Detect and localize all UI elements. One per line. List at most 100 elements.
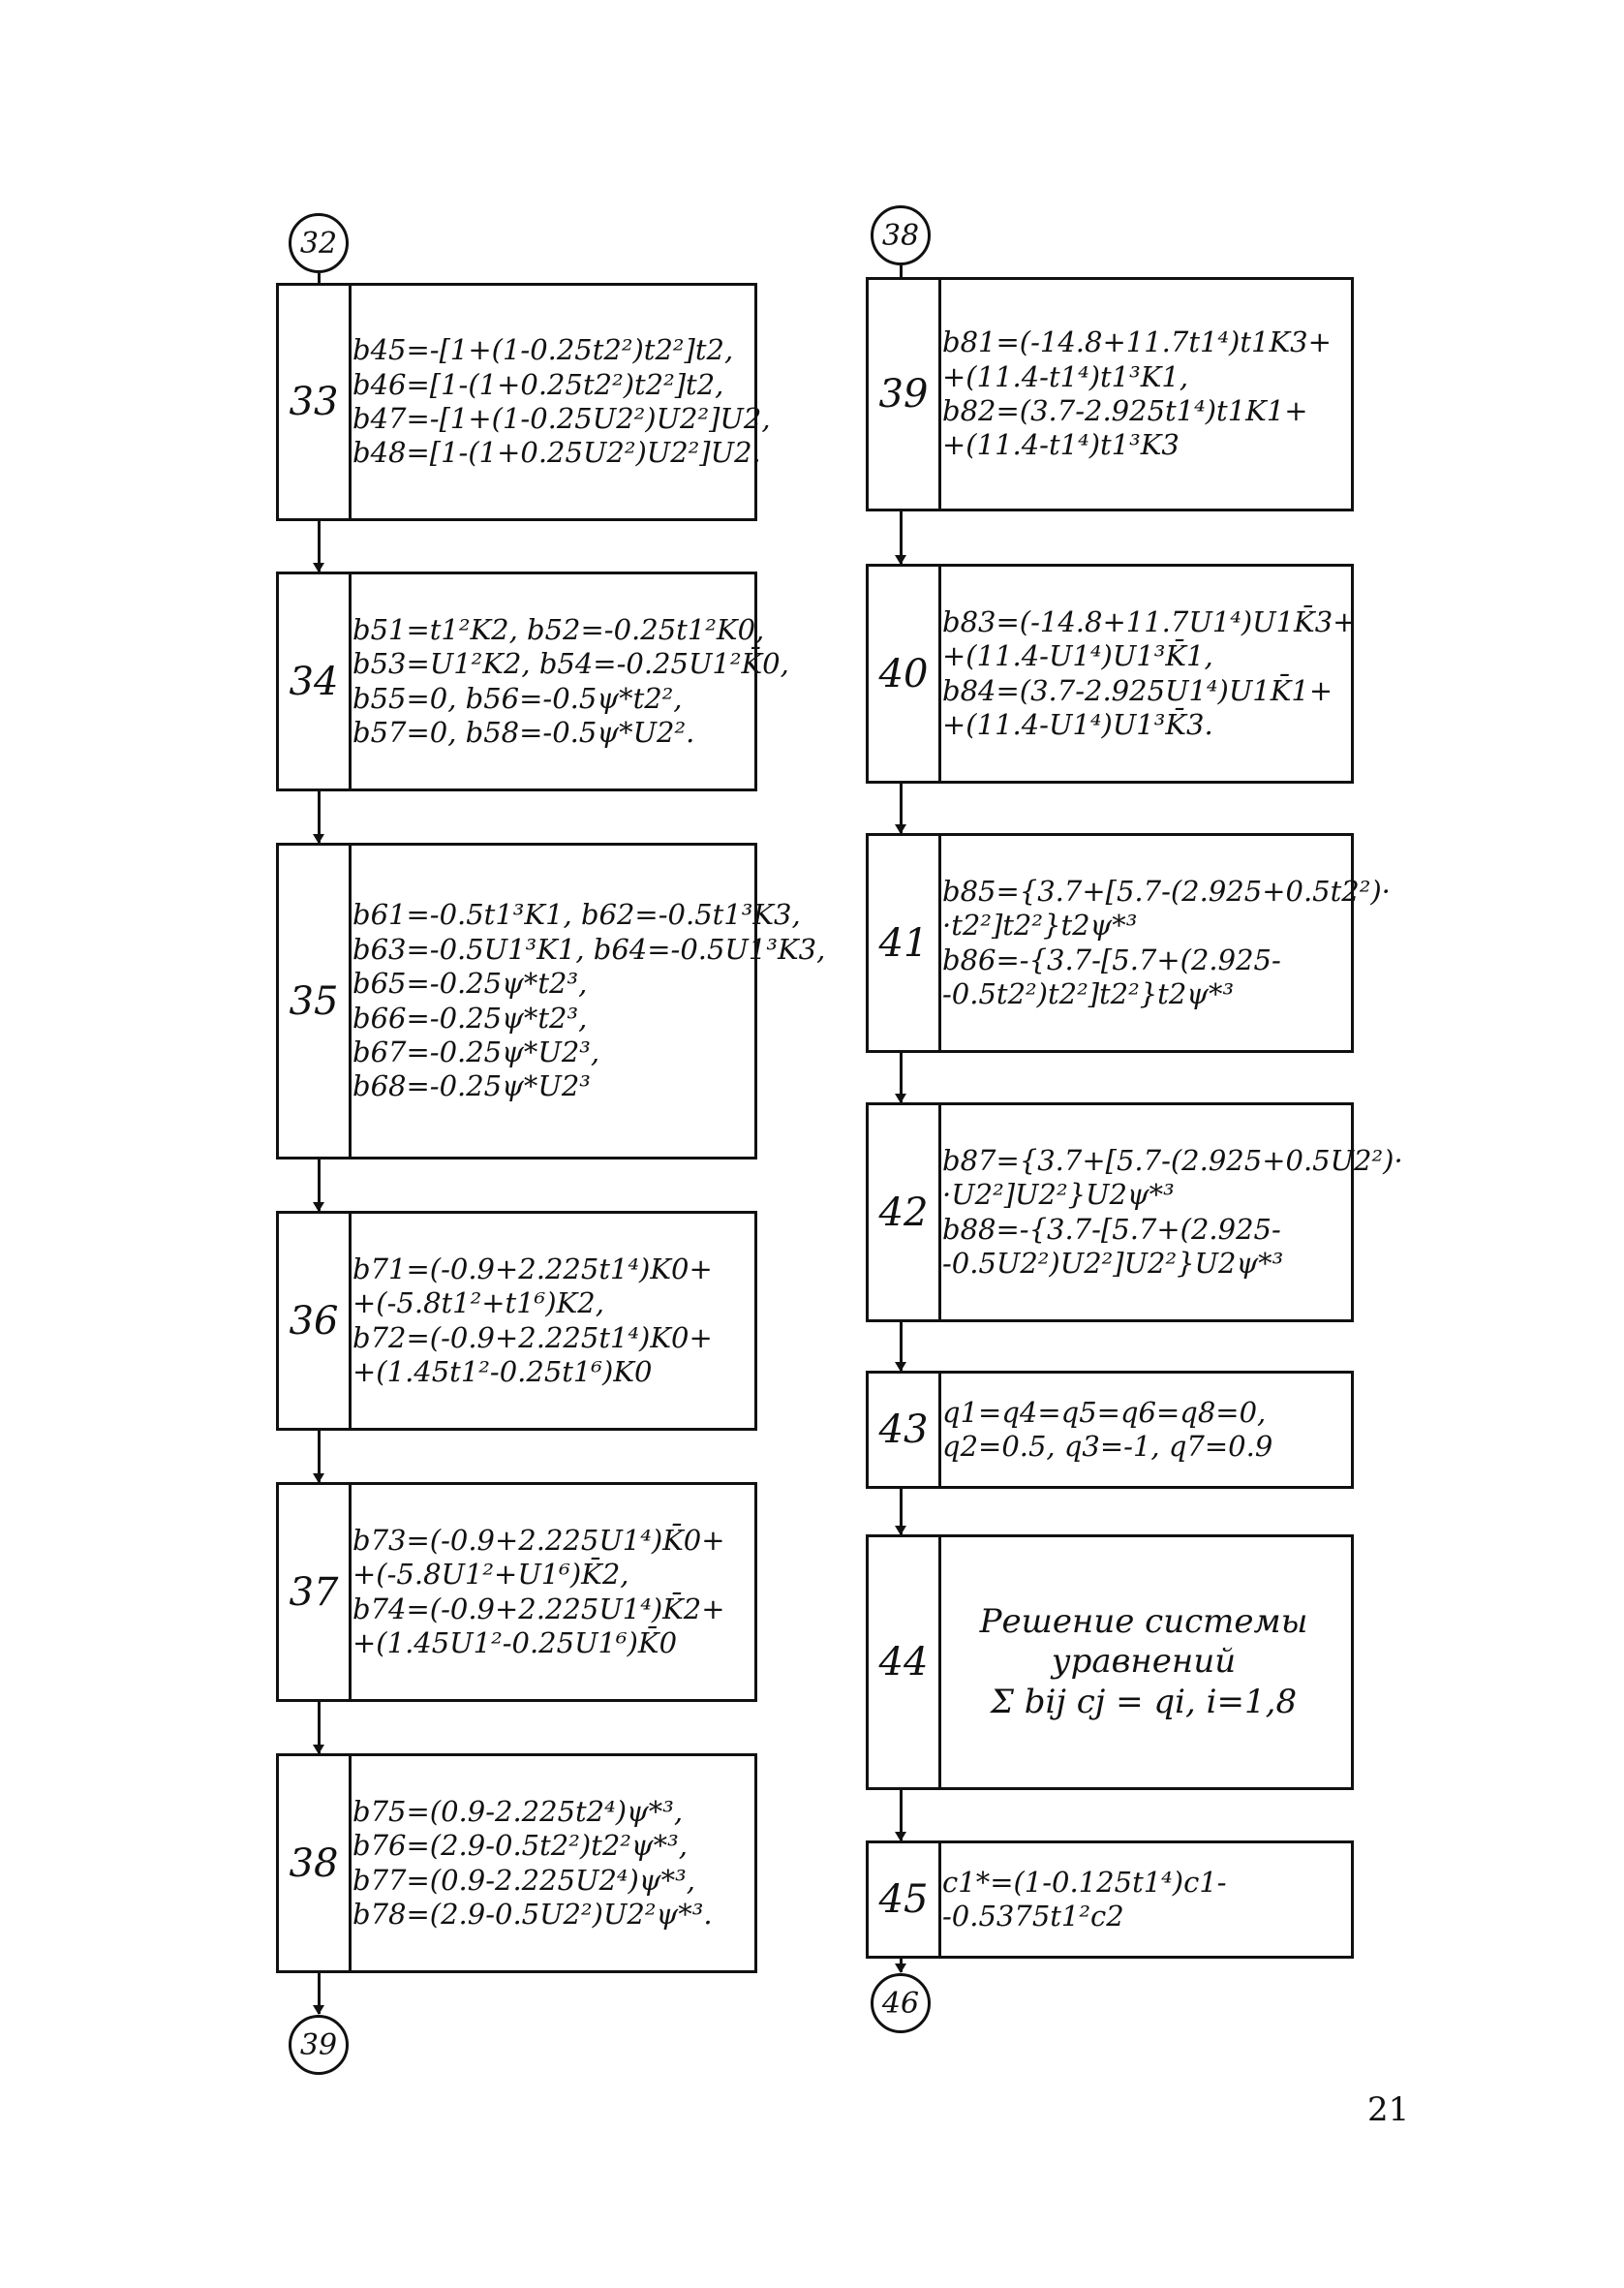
flow-line (900, 784, 903, 833)
flow-arrow (895, 1526, 906, 1535)
block-body: b71=(-0.9+2.225t1⁴)K0+ +(-5.8t1²+t1⁶)K2,… (352, 1218, 749, 1424)
block-39: 39 b81=(-14.8+11.7t1⁴)t1K3+ +(11.4-t1⁴)t… (866, 277, 1354, 511)
page-number: 21 (1367, 2090, 1410, 2129)
formula-line: b74=(-0.9+2.225U1⁴)K̄2+ (352, 1592, 725, 1625)
formula-line: b48=[1-(1+0.25U2²)U2²]U2. (352, 436, 761, 470)
block-number: 45 (869, 1843, 941, 1956)
formula-line: b83=(-14.8+11.7U1⁴)U1K̄3+ (942, 604, 1357, 638)
flow-line (318, 1973, 321, 2014)
block-body: b73=(-0.9+2.225U1⁴)K̄0+ +(-5.8U1²+U1⁶)K̄… (352, 1489, 749, 1695)
formula-line: b84=(3.7-2.925U1⁴)U1K̄1+ (942, 673, 1333, 707)
block-number: 33 (279, 286, 352, 518)
block-body: b75=(0.9-2.225t2⁴)ψ*³, b76=(2.9-0.5t2²)t… (352, 1760, 749, 1966)
formula-line: ·U2²]U2²}U2ψ*³ (942, 1178, 1175, 1212)
block-number: 36 (279, 1214, 352, 1428)
formula-line: b67=-0.25ψ*U2³, (352, 1035, 600, 1068)
flow-arrow (313, 1202, 324, 1212)
block-number: 38 (279, 1756, 352, 1970)
flow-line (900, 1053, 903, 1102)
formula-line: b88=-{3.7-[5.7+(2.925- (942, 1212, 1281, 1246)
formula-line: +(11.4-U1⁴)U1³K̄3. (942, 707, 1213, 741)
formula-line: q2=0.5, q3=-1, q7=0.9 (942, 1430, 1273, 1463)
flow-line (318, 791, 321, 843)
block-body: b45=-[1+(1-0.25t2²)t2²]t2, b46=[1-(1+0.2… (352, 290, 771, 514)
block-43: 43 q1=q4=q5=q6=q8=0, q2=0.5, q3=-1, q7=0… (866, 1371, 1354, 1489)
connector-label: 39 (299, 2027, 338, 2062)
block-body: b87={3.7+[5.7-(2.925+0.5U2²)· ·U2²]U2²}U… (942, 1109, 1403, 1315)
block-number: 34 (279, 574, 352, 788)
connector-start-right: 38 (871, 205, 931, 265)
flow-line (318, 1159, 321, 1211)
block-body: b51=t1²K2, b52=-0.25t1²K0, b53=U1²K2, b5… (352, 578, 789, 785)
formula-line: +(11.4-U1⁴)U1³K̄1, (942, 639, 1213, 673)
flow-arrow (895, 555, 906, 565)
block-body: b81=(-14.8+11.7t1⁴)t1K3+ +(11.4-t1⁴)t1³K… (942, 284, 1345, 505)
flow-line (318, 1431, 321, 1482)
flow-arrow (895, 1832, 906, 1841)
formula-line: +(1.45t1²-0.25t1⁶)K0 (352, 1354, 653, 1388)
block-number: 39 (869, 280, 941, 509)
block-title: уравнений (1051, 1642, 1237, 1682)
connector-start-left: 32 (289, 213, 349, 273)
flow-line (318, 1702, 321, 1753)
block-number: 42 (869, 1105, 941, 1319)
block-body: b83=(-14.8+11.7U1⁴)U1K̄3+ +(11.4-U1⁴)U1³… (942, 571, 1357, 777)
block-40: 40 b83=(-14.8+11.7U1⁴)U1K̄3+ +(11.4-U1⁴)… (866, 564, 1357, 784)
connector-end-left: 39 (289, 2015, 349, 2075)
flow-arrow (895, 1963, 906, 1973)
formula-line: +(11.4-t1⁴)t1³K3 (942, 428, 1180, 462)
block-44: 44 Решение системы уравнений Σ bij cj = … (866, 1534, 1354, 1790)
block-number: 44 (869, 1537, 941, 1787)
formula-line: -0.5U2²)U2²]U2²}U2ψ*³ (942, 1246, 1284, 1280)
connector-end-right: 46 (871, 1973, 931, 2033)
formula-line: b75=(0.9-2.225t2⁴)ψ*³, (352, 1794, 684, 1828)
formula-line: b85={3.7+[5.7-(2.925+0.5t2²)· (942, 874, 1391, 908)
block-41: 41 b85={3.7+[5.7-(2.925+0.5t2²)· ·t2²]t2… (866, 833, 1391, 1053)
formula-line: b57=0, b58=-0.5ψ*U2². (352, 715, 695, 749)
block-number: 43 (869, 1374, 941, 1486)
formula-line: b66=-0.25ψ*t2³, (352, 1001, 588, 1035)
flow-line (900, 511, 903, 564)
block-body: Решение системы уравнений Σ bij cj = qi,… (942, 1541, 1345, 1783)
block-37: 37 b73=(-0.9+2.225U1⁴)K̄0+ +(-5.8U1²+U1⁶… (276, 1482, 757, 1702)
formula-line: +(1.45U1²-0.25U1⁶)K̄0 (352, 1625, 678, 1659)
formula-line: b87={3.7+[5.7-(2.925+0.5U2²)· (942, 1143, 1403, 1177)
formula-line: ·t2²]t2²}t2ψ*³ (942, 909, 1138, 943)
formula-line: b81=(-14.8+11.7t1⁴)t1K3+ (942, 325, 1332, 359)
flow-arrow (313, 834, 324, 844)
formula-line: b51=t1²K2, b52=-0.25t1²K0, (352, 612, 765, 646)
connector-label: 32 (299, 226, 338, 261)
formula-line: b61=-0.5t1³K1, b62=-0.5t1³K3, (352, 898, 801, 932)
block-body: b85={3.7+[5.7-(2.925+0.5t2²)· ·t2²]t2²}t… (942, 840, 1391, 1046)
formula-line: b68=-0.25ψ*U2³ (352, 1069, 591, 1103)
formula-line: c1*=(1-0.125t1⁴)c1- (942, 1865, 1227, 1899)
flow-arrow (313, 1473, 324, 1483)
formula-line: b76=(2.9-0.5t2²)t2²ψ*³, (352, 1829, 688, 1863)
formula-line: b86=-{3.7-[5.7+(2.925- (942, 943, 1281, 976)
block-body: q1=q4=q5=q6=q8=0, q2=0.5, q3=-1, q7=0.9 (942, 1377, 1345, 1482)
flow-line (900, 1489, 903, 1534)
formula-line: b77=(0.9-2.225U2⁴)ψ*³, (352, 1863, 695, 1897)
block-number: 37 (279, 1485, 352, 1699)
block-number: 41 (869, 836, 941, 1050)
formula-line: q1=q4=q5=q6=q8=0, (942, 1395, 1267, 1429)
formula-line: b46=[1-(1+0.25t2²)t2²]t2, (352, 367, 724, 401)
block-title: Решение системы (979, 1601, 1308, 1641)
formula-line: -0.5t2²)t2²]t2²}t2ψ*³ (942, 976, 1235, 1010)
connector-label: 38 (881, 218, 920, 253)
block-34: 34 b51=t1²K2, b52=-0.25t1²K0, b53=U1²K2,… (276, 572, 789, 791)
formula-line: +(11.4-t1⁴)t1³K1, (942, 359, 1189, 393)
flow-line (900, 1790, 903, 1840)
block-number: 35 (279, 846, 352, 1157)
flow-arrow (313, 563, 324, 572)
block-body: b61=-0.5t1³K1, b62=-0.5t1³K3, b63=-0.5U1… (352, 850, 825, 1153)
flow-line (900, 265, 903, 277)
formula-line: b47=-[1+(1-0.25U2²)U2²]U2, (352, 402, 771, 435)
block-45: 45 c1*=(1-0.125t1⁴)c1- -0.5375t1²c2 (866, 1840, 1354, 1959)
block-42: 42 b87={3.7+[5.7-(2.925+0.5U2²)· ·U2²]U2… (866, 1102, 1403, 1322)
flow-line (900, 1322, 903, 1371)
flow-arrow (895, 1094, 906, 1103)
block-33: 33 b45=-[1+(1-0.25t2²)t2²]t2, b46=[1-(1+… (276, 283, 771, 521)
formula-line: b73=(-0.9+2.225U1⁴)K̄0+ (352, 1523, 725, 1557)
